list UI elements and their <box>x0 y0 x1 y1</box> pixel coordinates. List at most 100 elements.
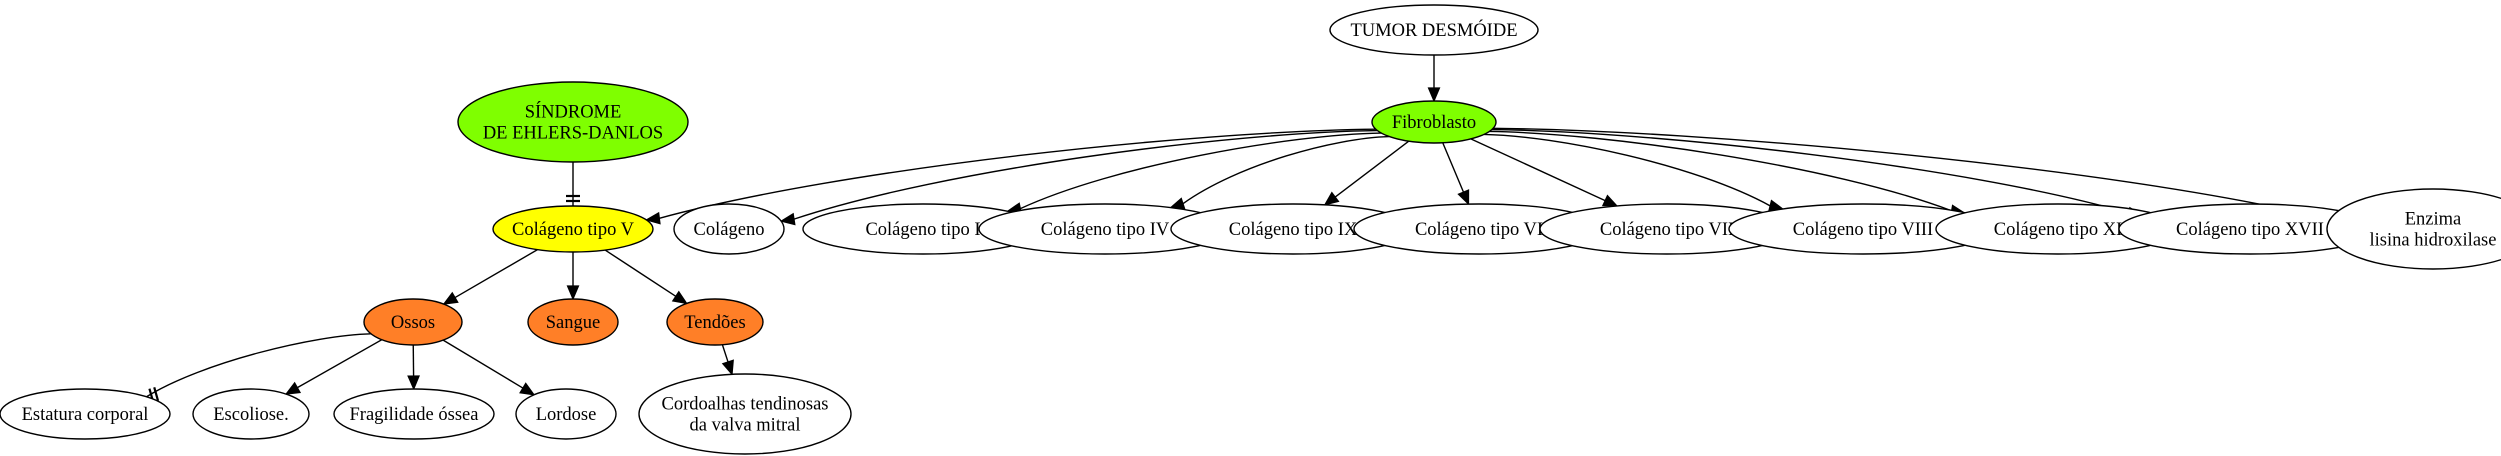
tee-mark-icon <box>153 387 160 402</box>
edge-line <box>1020 132 1382 210</box>
node-col9: Colágeno tipo IX <box>1170 203 1416 255</box>
arrowhead-icon <box>407 375 420 391</box>
node-ellipse <box>333 388 495 440</box>
node-col6: Colágeno tipo VI <box>1353 203 1605 255</box>
node-escoliose: Escoliose. <box>192 388 310 440</box>
edge-line <box>1489 130 1952 212</box>
arrowhead-icon <box>1323 191 1340 206</box>
node-ellipse <box>1329 4 1539 56</box>
node-col1: Colágeno tipo I <box>802 203 1044 255</box>
node-fibro: Fibroblasto <box>1371 100 1497 144</box>
node-label: Fibroblasto <box>1392 113 1476 133</box>
node-label: Colágeno tipo VII <box>1600 220 1734 240</box>
node-ellipse <box>673 203 785 255</box>
arrowhead-icon <box>284 381 302 395</box>
node-col17: Colágeno tipo XVII <box>2118 203 2382 255</box>
node-col8: Colágeno tipo VIII <box>1728 203 1998 255</box>
edge-line <box>793 129 1378 220</box>
arrowhead-icon <box>721 359 734 376</box>
node-ossos: Ossos <box>363 298 463 346</box>
edge-col5-to-ossos <box>442 249 538 305</box>
node-ellipse <box>666 298 764 346</box>
node-label: Colágeno tipo XVII <box>2176 220 2324 240</box>
node-label: SÍNDROME <box>525 101 622 123</box>
node-label: Sangue <box>546 313 600 333</box>
node-label: Colágeno tipo IV <box>1041 220 1170 240</box>
edge-line <box>1470 138 1606 202</box>
edge-line <box>1442 142 1465 193</box>
node-label: TUMOR DESMÓIDE <box>1350 19 1517 41</box>
edge-line <box>1491 128 2130 214</box>
arrowhead-icon <box>1427 87 1441 103</box>
edge-line <box>146 333 371 398</box>
node-ellipse <box>638 373 852 455</box>
edge-line <box>297 339 383 389</box>
edge-line <box>604 249 677 297</box>
edge-line <box>659 128 1376 219</box>
node-ellipse <box>192 388 310 440</box>
node-label: Fragilidade óssea <box>350 405 479 425</box>
node-tendoes: Tendões <box>666 298 764 346</box>
node-label: Colágeno tipo VI <box>1415 220 1543 240</box>
node-fragilidade: Fragilidade óssea <box>333 388 495 440</box>
node-ellipse <box>2326 188 2501 270</box>
arrowhead-icon <box>644 211 661 225</box>
node-label: Lordose <box>536 405 597 425</box>
node-label: Colágeno tipo I <box>865 220 980 240</box>
edge-line <box>721 344 729 363</box>
node-label: Enzima <box>2405 210 2462 230</box>
edge-fibro-to-col7 <box>1470 138 1619 207</box>
edge-fibro-to-col4 <box>1169 135 1390 210</box>
arrowhead-icon <box>1601 194 1619 207</box>
node-label: Colágeno <box>694 220 765 240</box>
edge-tendoes-to-cordoalhas <box>721 344 734 376</box>
edge-line <box>454 249 538 299</box>
node-lordose: Lordose <box>515 388 617 440</box>
node-ellipse <box>0 388 171 440</box>
node-sangue: Sangue <box>527 298 619 346</box>
node-ellipse <box>1371 100 1497 144</box>
node-label: Colágeno tipo VIII <box>1793 220 1933 240</box>
arrowhead-icon <box>566 285 580 301</box>
node-label: Colágeno tipo V <box>512 220 635 240</box>
edge-tumor-to-fibro <box>1427 55 1441 103</box>
node-label: Estatura corporal <box>22 405 149 425</box>
edge-fibro-to-colageno <box>779 129 1378 226</box>
edge-ehlers-to-col5 <box>566 162 580 206</box>
arrowhead-icon <box>1457 189 1470 206</box>
node-label: Cordoalhas tendinosas <box>662 395 829 415</box>
edge-line <box>1334 140 1410 198</box>
node-label: da valva mitral <box>690 416 801 436</box>
edge-fibro-to-col9 <box>1323 140 1410 206</box>
node-label: DE EHLERS-DANLOS <box>483 124 663 144</box>
edge-line <box>442 339 524 389</box>
edge-col5-to-sangue <box>566 252 580 301</box>
edge-line <box>1483 133 1771 207</box>
arrowhead-icon <box>779 212 796 226</box>
node-colageno: Colágeno <box>673 203 785 255</box>
edge-fibro-to-col5 <box>644 128 1376 225</box>
node-col7: Colágeno tipo VII <box>1539 203 1795 255</box>
arrowhead-icon <box>442 291 459 305</box>
edge-col5-to-tendoes <box>604 249 688 305</box>
edge-line <box>1493 127 2319 218</box>
edge-ossos-to-escoliose <box>284 339 383 395</box>
node-estatura: Estatura corporal <box>0 388 171 440</box>
node-ellipse <box>527 298 619 346</box>
edge-ossos-to-fragilidade <box>407 344 420 391</box>
node-ellipse <box>515 388 617 440</box>
node-col5: Colágeno tipo V <box>492 205 654 253</box>
node-tumor: TUMOR DESMÓIDE <box>1329 4 1539 56</box>
node-label: Ossos <box>391 313 435 333</box>
node-label: Colágeno tipo IX <box>1229 220 1358 240</box>
node-ellipse <box>492 205 654 253</box>
arrowhead-icon <box>519 382 536 396</box>
node-col11: Colágeno tipo XI <box>1935 203 2181 255</box>
node-label: Colágeno tipo XI <box>1994 220 2122 240</box>
node-label: Escoliose. <box>213 405 289 425</box>
